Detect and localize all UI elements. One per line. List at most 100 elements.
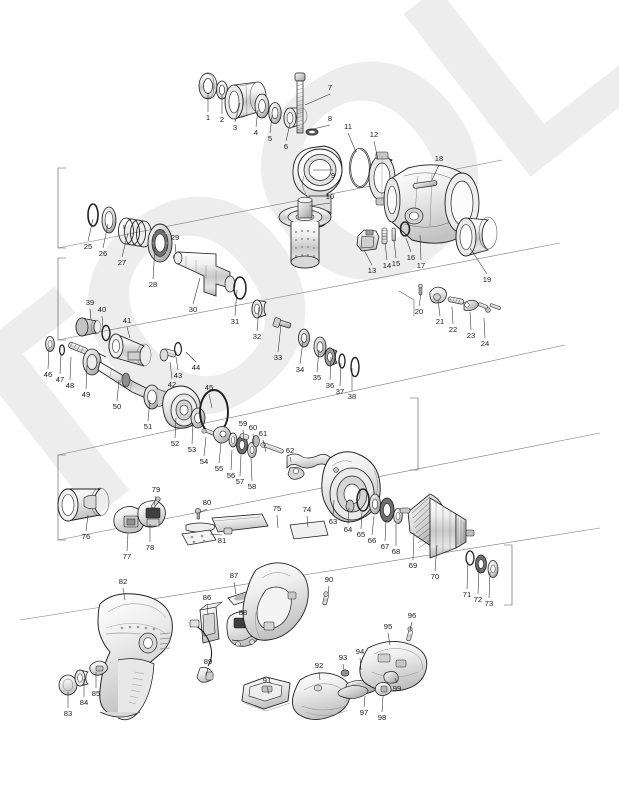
callout-3: 3	[233, 102, 241, 132]
callout-22: 22	[449, 306, 457, 334]
callout-number: 61	[259, 429, 267, 438]
callout-leader	[431, 164, 440, 181]
callout-number: 82	[119, 577, 127, 586]
part-91-battery-tray	[241, 676, 291, 712]
callout-leader	[373, 140, 379, 161]
part-80-screw	[195, 508, 201, 520]
part-22-spring	[447, 296, 465, 305]
part-81-plate	[181, 522, 217, 546]
callout-70: 70	[431, 544, 439, 581]
callout-10: 10	[309, 192, 334, 207]
assembly-row-piston	[45, 317, 332, 480]
callout-number: 15	[392, 259, 400, 268]
callout-leader	[205, 667, 209, 677]
callout-leader	[409, 621, 413, 631]
callout-number: 69	[409, 561, 417, 570]
callout-leader	[285, 123, 291, 142]
callout-leader	[289, 456, 292, 463]
separator-line	[57, 242, 561, 341]
callout-number: 46	[44, 370, 52, 379]
part-64-washer	[345, 499, 355, 513]
callout-number: 74	[303, 505, 311, 514]
callout-64: 64	[344, 507, 352, 534]
callout-number: 44	[192, 363, 200, 372]
callout-number: 62	[286, 446, 294, 455]
callout-85: 85	[92, 672, 100, 698]
callout-number: 26	[99, 249, 107, 258]
part-99-clip	[383, 671, 399, 684]
callout-49: 49	[82, 364, 90, 399]
callout-leader	[116, 379, 120, 402]
callout-38: 38	[348, 368, 356, 401]
callout-leader	[269, 115, 273, 134]
part-14-spring	[381, 227, 388, 245]
callout-46: 46	[44, 347, 52, 379]
part-84-bushing	[74, 669, 89, 687]
part-39-boot	[75, 317, 102, 337]
callout-number: 77	[123, 552, 131, 561]
callout-40: 40	[98, 305, 106, 328]
callout-number: 89	[204, 657, 212, 666]
callout-37: 37	[336, 362, 344, 396]
callout-number: 86	[203, 593, 211, 602]
part-66-bearing	[369, 493, 381, 515]
callout-96: 96	[408, 611, 416, 631]
callout-leader	[262, 439, 267, 453]
callout-54: 54	[200, 436, 208, 466]
callout-number: 58	[248, 482, 256, 491]
part-71-ring	[465, 550, 475, 566]
part-78-brush-holder	[137, 500, 166, 528]
callout-number: 75	[273, 504, 281, 513]
callout-leader	[242, 618, 246, 628]
callout-58: 58	[248, 457, 256, 491]
part-1-ring	[198, 72, 218, 100]
part-24-screw	[478, 302, 491, 313]
callout-leader	[255, 109, 259, 128]
callout-leader	[393, 239, 397, 259]
callout-94: 94	[356, 647, 364, 671]
callout-19: 19	[469, 247, 491, 284]
part-40-oring	[101, 324, 111, 342]
callout-62: 62	[286, 446, 294, 463]
part-35-bearing	[313, 336, 327, 358]
part-83-cap	[58, 674, 78, 696]
callout-number: 32	[253, 332, 261, 341]
part-79-screw	[151, 496, 161, 509]
callout-31: 31	[231, 289, 239, 326]
callout-leader	[418, 293, 422, 307]
callout-20: 20	[415, 293, 423, 316]
callout-number: 18	[435, 154, 443, 163]
callout-number: 9	[331, 171, 335, 180]
callout-number: 94	[356, 647, 364, 656]
part-28-bearing	[147, 223, 173, 263]
callout-14: 14	[383, 242, 391, 270]
callout-67: 67	[381, 519, 389, 551]
callout-leader	[85, 364, 88, 390]
callout-25: 25	[84, 218, 94, 251]
callout-number: 25	[84, 242, 92, 251]
callout-number: 22	[449, 325, 457, 334]
callout-9: 9	[313, 169, 335, 180]
callout-leader	[306, 515, 309, 528]
callout-leader	[89, 308, 92, 321]
callout-17: 17	[417, 234, 425, 270]
callout-60: 60	[249, 423, 257, 445]
callout-leader	[153, 495, 157, 506]
callout-leader	[122, 587, 126, 601]
callout-32: 32	[253, 306, 261, 341]
callout-leader	[347, 507, 350, 525]
callout-number: 78	[146, 543, 154, 552]
callout-number: 68	[392, 547, 400, 556]
callout-66: 66	[368, 515, 376, 545]
callout-leader	[466, 561, 469, 590]
part-25-ring	[87, 203, 99, 227]
callout-number: 66	[368, 536, 376, 545]
callout-7: 7	[304, 83, 332, 106]
callout-number: 59	[239, 419, 247, 428]
callout-65: 65	[357, 511, 365, 539]
callout-29: 29	[171, 233, 179, 255]
callout-number: 72	[474, 595, 482, 604]
callout-76: 76	[82, 514, 90, 541]
